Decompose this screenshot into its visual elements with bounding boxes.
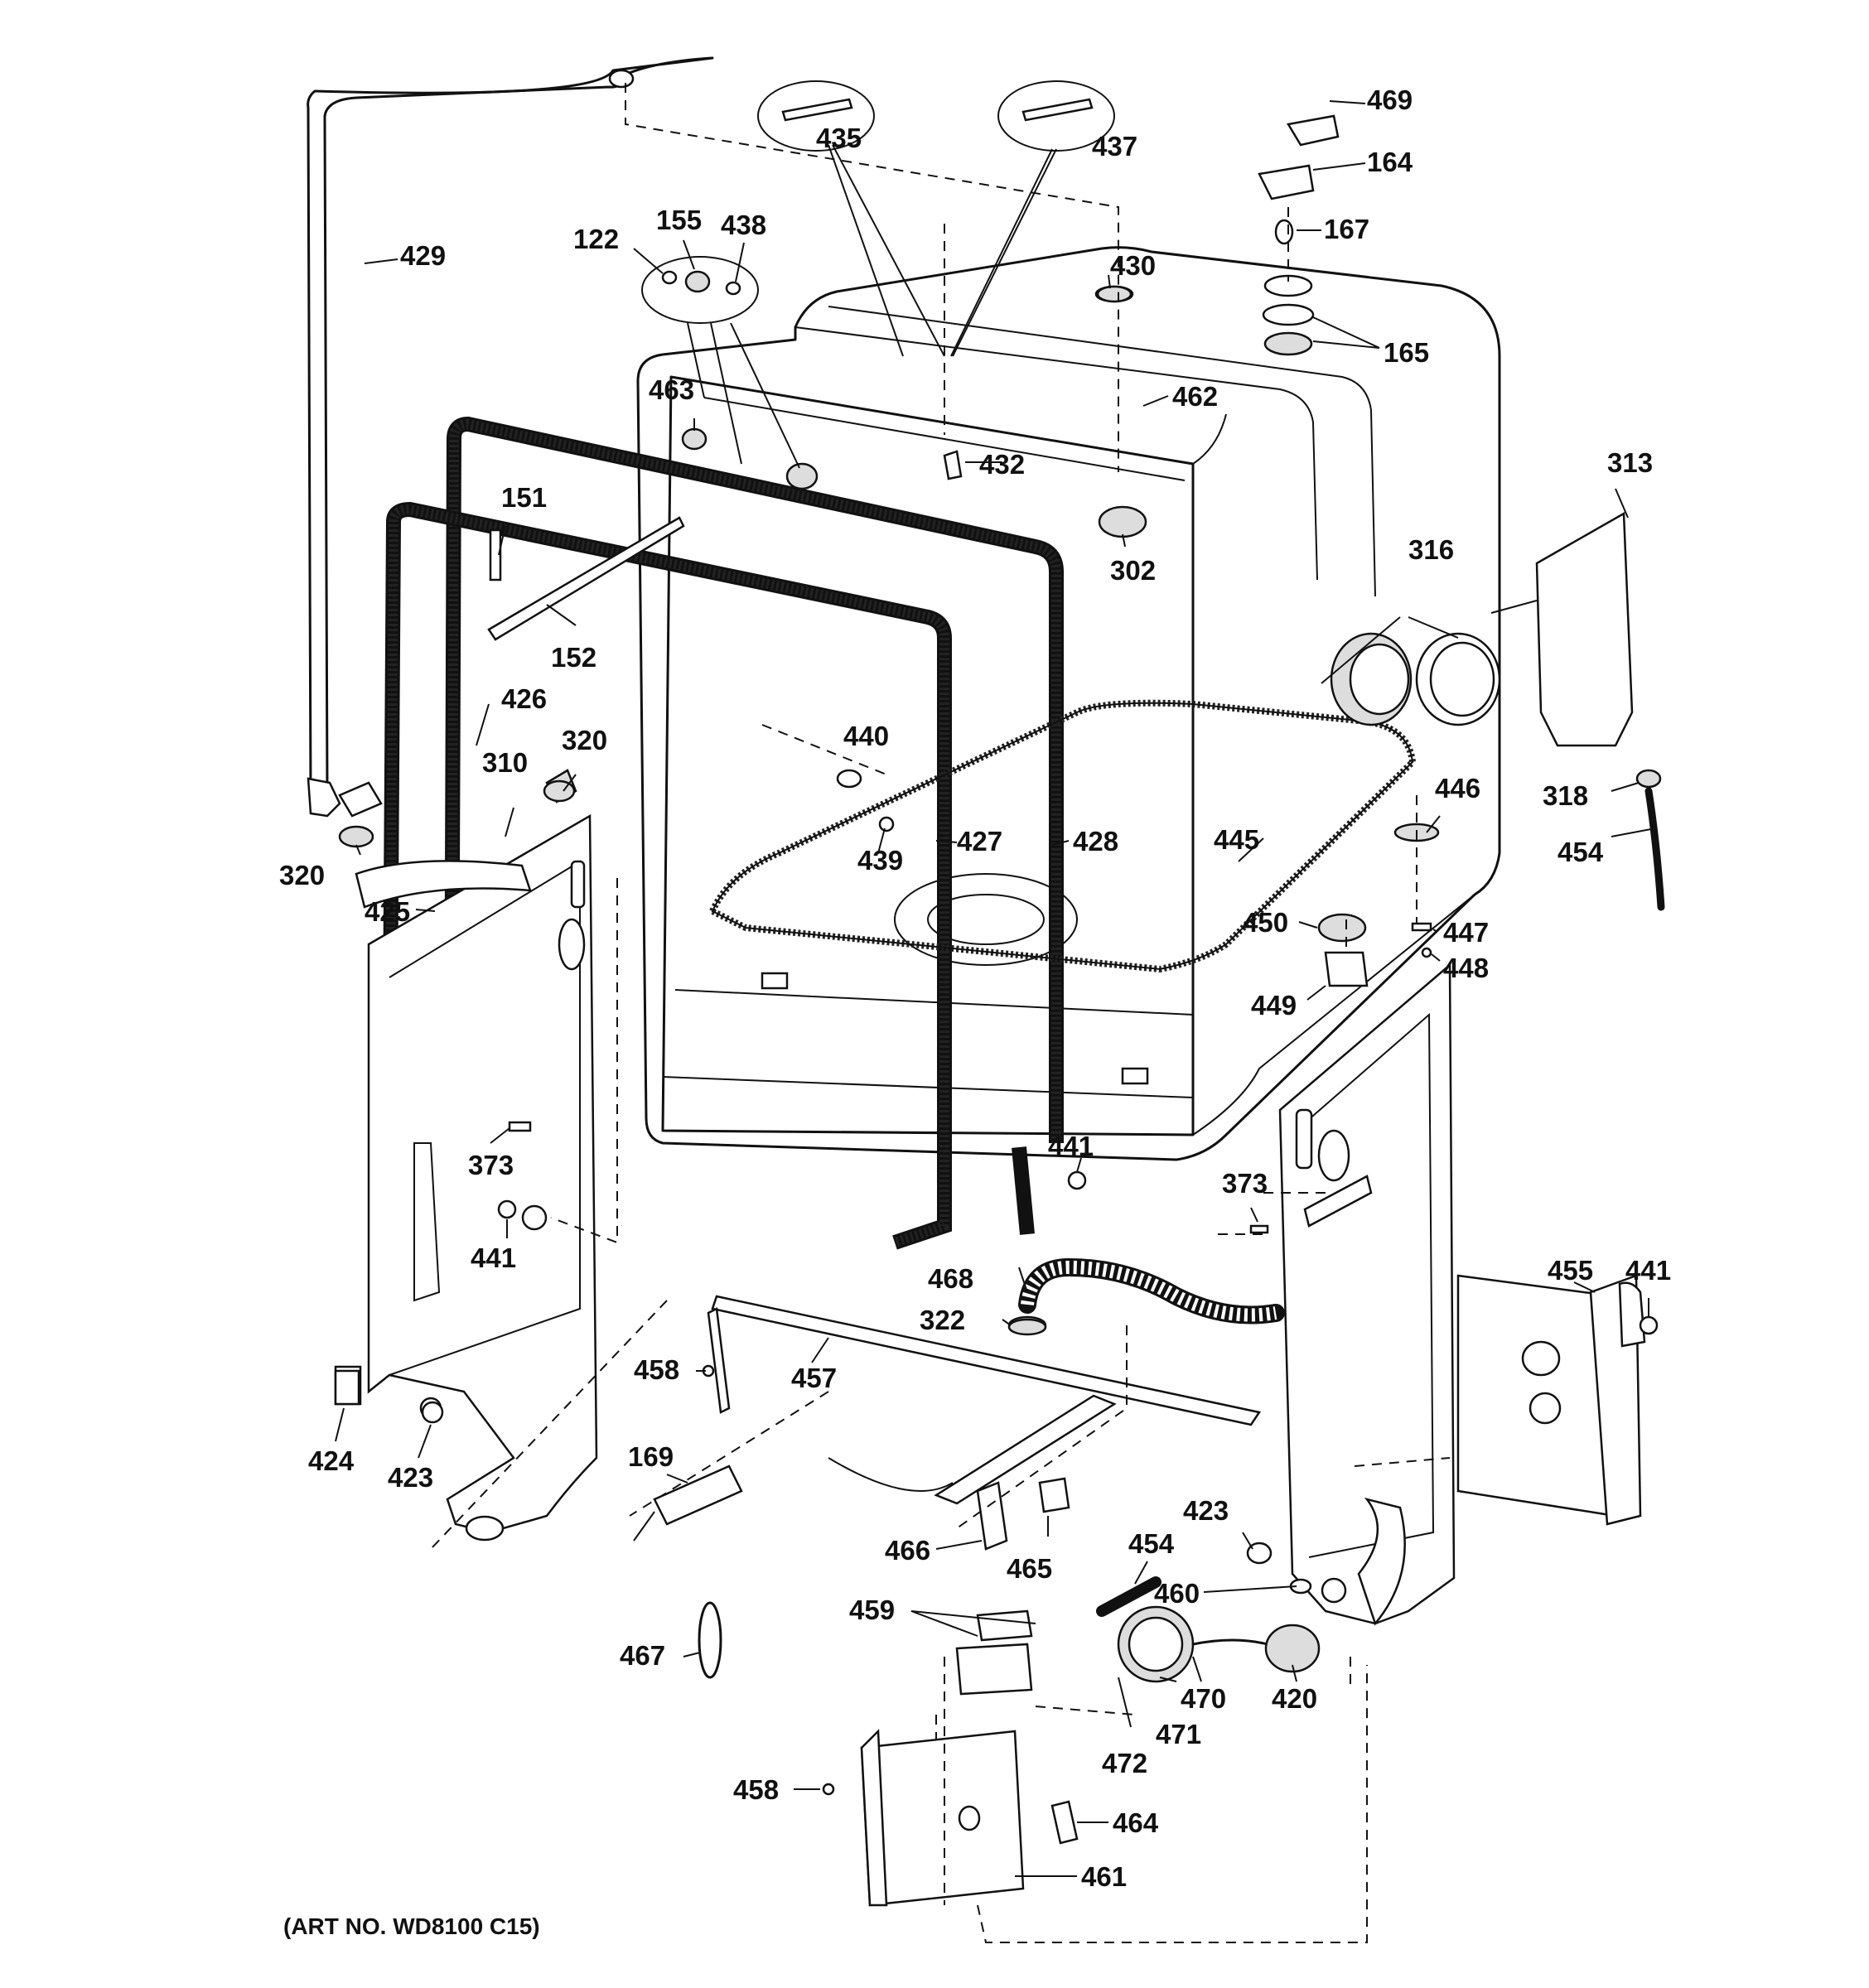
callout-427: 427 xyxy=(957,826,1002,856)
callout-446: 446 xyxy=(1435,773,1480,803)
callout-426: 426 xyxy=(501,683,547,714)
callout-322: 322 xyxy=(920,1305,965,1335)
callout-461: 461 xyxy=(1081,1861,1127,1892)
callout-373-right: 373 xyxy=(1222,1168,1268,1199)
assembly-guide-lines xyxy=(430,83,1451,1943)
callout-425: 425 xyxy=(365,896,410,927)
callout-460: 460 xyxy=(1154,1578,1200,1609)
callout-440: 440 xyxy=(843,721,889,751)
base-frame-455 xyxy=(1456,1274,1646,1526)
callout-420: 420 xyxy=(1272,1683,1317,1714)
art-number: (ART NO. WD8100 C15) xyxy=(283,1913,540,1939)
callout-463: 463 xyxy=(649,374,694,405)
callout-169: 169 xyxy=(628,1441,674,1472)
callout-165: 165 xyxy=(1384,337,1429,368)
vent-316 xyxy=(1330,632,1501,726)
callout-441-right: 441 xyxy=(1625,1255,1671,1286)
callout-428: 428 xyxy=(1073,826,1118,856)
callout-455: 455 xyxy=(1548,1255,1593,1286)
callout-454-lower: 454 xyxy=(1128,1528,1175,1559)
right-side-panel xyxy=(1278,963,1456,1626)
callout-122: 122 xyxy=(573,224,619,254)
callout-435: 435 xyxy=(816,123,862,153)
callout-470: 470 xyxy=(1181,1683,1226,1714)
callout-449: 449 xyxy=(1251,990,1297,1021)
callout-472: 472 xyxy=(1102,1748,1147,1778)
callout-448: 448 xyxy=(1443,953,1489,983)
callout-471: 471 xyxy=(1156,1719,1201,1749)
callout-447: 447 xyxy=(1443,917,1489,948)
callout-441-middle: 441 xyxy=(1048,1131,1094,1161)
callout-450: 450 xyxy=(1243,907,1288,938)
callout-465: 465 xyxy=(1007,1553,1052,1584)
callout-457: 457 xyxy=(791,1363,837,1393)
callout-438: 438 xyxy=(721,210,766,240)
door-gaskets xyxy=(382,416,1417,1250)
callout-167: 167 xyxy=(1324,214,1369,244)
callout-458-upper: 458 xyxy=(634,1354,679,1385)
callout-466: 466 xyxy=(885,1535,930,1566)
callout-152: 152 xyxy=(551,642,596,673)
callout-430: 430 xyxy=(1110,250,1156,281)
callout-318: 318 xyxy=(1543,780,1588,811)
callout-437: 437 xyxy=(1092,131,1137,162)
callout-468: 468 xyxy=(928,1263,973,1294)
callout-459: 459 xyxy=(849,1595,895,1625)
callout-423-left: 423 xyxy=(388,1462,433,1493)
small-parts xyxy=(334,80,1665,1907)
callout-155: 155 xyxy=(656,205,702,235)
callout-439: 439 xyxy=(857,845,903,876)
callout-467: 467 xyxy=(620,1640,665,1671)
left-side-panel xyxy=(334,769,598,1542)
callout-445: 445 xyxy=(1214,824,1259,855)
callout-423-right: 423 xyxy=(1183,1495,1229,1526)
callout-316: 316 xyxy=(1408,534,1454,565)
callout-164: 164 xyxy=(1367,147,1413,177)
callout-458-lower: 458 xyxy=(733,1774,779,1805)
leader-lines xyxy=(335,100,1656,1877)
drain-hose-468 xyxy=(1007,1258,1285,1335)
callout-462: 462 xyxy=(1172,381,1218,412)
callout-labels: 469 164 167 165 435 437 430 429 122 155 … xyxy=(279,84,1671,1892)
fill-funnel-313 xyxy=(1490,511,1634,747)
callout-313: 313 xyxy=(1607,447,1653,478)
callout-320-left: 320 xyxy=(279,860,325,890)
callout-424: 424 xyxy=(308,1445,355,1476)
callout-310: 310 xyxy=(482,747,528,778)
callout-320-right: 320 xyxy=(562,725,607,755)
callout-429: 429 xyxy=(400,240,446,271)
callout-469: 469 xyxy=(1367,84,1413,115)
callout-454-right: 454 xyxy=(1558,837,1604,867)
callout-151: 151 xyxy=(501,482,547,513)
callout-432: 432 xyxy=(979,449,1025,480)
rail-152 xyxy=(487,516,685,641)
channel-457 xyxy=(707,1295,1262,1505)
callout-302: 302 xyxy=(1110,555,1156,586)
hose-429 xyxy=(307,56,714,818)
callout-373-left: 373 xyxy=(468,1150,514,1180)
callout-441-left: 441 xyxy=(471,1242,516,1273)
callout-464: 464 xyxy=(1113,1807,1159,1838)
